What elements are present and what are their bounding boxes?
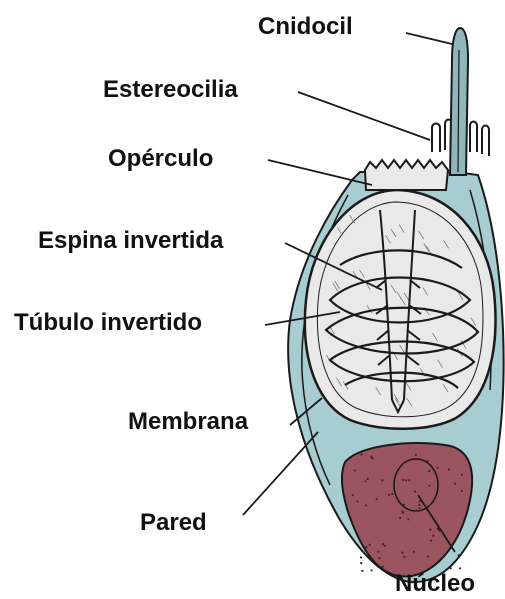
- nucleus-granule: [365, 546, 367, 548]
- nucleus-granule: [427, 460, 429, 462]
- nucleus-granule: [382, 566, 384, 568]
- nucleus-granule: [414, 491, 416, 493]
- label-estereocilia: Estereocilia: [103, 78, 238, 102]
- label-tubulo-invertido: Túbulo invertido: [14, 311, 202, 335]
- nucleus-granule: [370, 455, 372, 457]
- label-cnidocil: Cnidocil: [258, 15, 353, 39]
- nucleus-granule: [354, 469, 356, 471]
- leader-pared: [243, 432, 318, 515]
- nucleus-granule: [401, 510, 403, 512]
- nucleus-granule: [399, 517, 401, 519]
- nucleus-granule: [429, 529, 431, 531]
- nucleus-granule: [403, 556, 405, 558]
- label-operculo: Opérculo: [108, 147, 213, 171]
- nucleus-granule: [430, 539, 432, 541]
- nucleus-granule: [388, 494, 390, 496]
- nucleus-granule: [461, 490, 463, 492]
- nucleus-granule: [360, 453, 362, 455]
- nucleus-granule: [382, 543, 384, 545]
- nucleus-granule: [408, 479, 410, 481]
- nucleus-granule: [419, 507, 421, 509]
- nucleus-granule: [448, 468, 450, 470]
- nucleus-granule: [371, 569, 373, 571]
- nucleus-granule: [428, 485, 430, 487]
- nucleus-granule: [401, 552, 403, 554]
- label-membrana: Membrana: [128, 410, 248, 434]
- nucleus-granule: [377, 551, 379, 553]
- nucleus-granule: [376, 498, 378, 500]
- nucleus-granule: [418, 504, 420, 506]
- nucleus-granule: [367, 478, 369, 480]
- nucleus-granule: [428, 470, 430, 472]
- nucleus-granule: [427, 555, 429, 557]
- nucleus-granule: [450, 567, 452, 569]
- nucleus-granule: [461, 474, 463, 476]
- nucleus-granule: [352, 494, 354, 496]
- nucleus-granule: [356, 500, 358, 502]
- operculum: [365, 160, 448, 190]
- nucleus-granule: [403, 504, 405, 506]
- leader-estereocilia: [298, 92, 430, 140]
- nucleus-granule: [407, 518, 409, 520]
- nucleus-granule: [403, 462, 405, 464]
- nucleus-granule: [458, 554, 460, 556]
- nucleus-granule: [415, 454, 417, 456]
- nucleus-granule: [381, 479, 383, 481]
- nucleus-granule: [402, 479, 404, 481]
- nucleus-granule: [369, 544, 371, 546]
- nucleus-granule: [360, 556, 362, 558]
- nucleus-granule: [364, 480, 366, 482]
- nucleus-granule: [454, 483, 456, 485]
- label-nucleo: Núcleo: [395, 572, 475, 596]
- nucleus-granule: [413, 551, 415, 553]
- nucleus-granule: [432, 535, 434, 537]
- nucleus-granule: [361, 570, 363, 572]
- label-espina-invertida: Espina invertida: [38, 229, 223, 253]
- leader-operculo: [268, 160, 372, 185]
- nucleus-granule: [378, 557, 380, 559]
- nucleus-granule: [436, 467, 438, 469]
- nucleus-granule: [384, 545, 386, 547]
- nucleus-granule: [360, 562, 362, 564]
- nucleus-granule: [405, 479, 407, 481]
- leader-cnidocil: [406, 33, 452, 44]
- nucleus-granule: [365, 504, 367, 506]
- label-pared: Pared: [140, 511, 207, 535]
- nucleus-granule: [415, 509, 417, 511]
- nucleus-granule: [391, 493, 393, 495]
